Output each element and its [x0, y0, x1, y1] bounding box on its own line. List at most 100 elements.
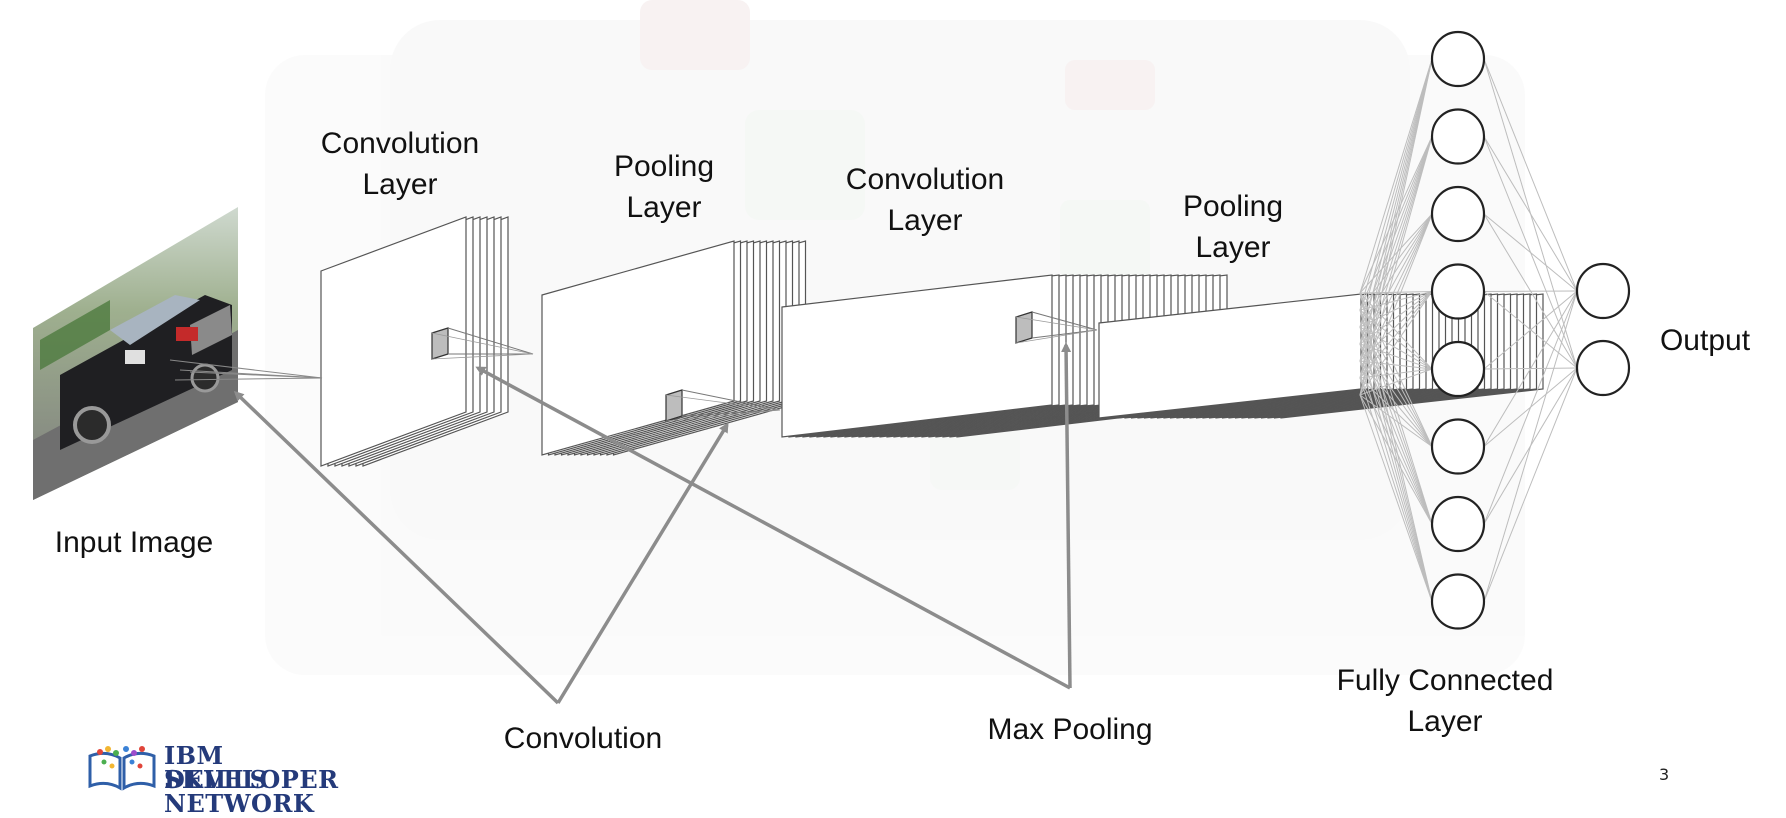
projection-line	[431, 332, 534, 355]
fully-connected-label-line1: Fully Connected	[1336, 664, 1554, 697]
hidden-neuron	[1430, 495, 1486, 553]
fc-connection	[1359, 291, 1433, 294]
projection-line	[1031, 311, 1098, 331]
input-image-label: Input Image	[54, 526, 214, 559]
pool-layer-2-label: Pooling Layer	[1133, 186, 1333, 268]
fc-connection	[1359, 58, 1433, 345]
fc-connection	[1359, 343, 1433, 447]
hidden-neuron	[1430, 30, 1486, 88]
page-number: 3	[1659, 765, 1670, 784]
fc-connection	[1359, 394, 1433, 602]
fc-connection	[1359, 58, 1433, 311]
output-neuron	[1575, 339, 1631, 397]
max-pooling-arrow-to-conv1	[475, 366, 1071, 690]
conv-layer-2-stack	[781, 274, 1228, 438]
output-neuron	[1575, 262, 1631, 320]
pool-layer-2-label-line2: Layer	[1195, 231, 1271, 264]
ibm-developer-skills-network-logo: IBM DEVELOPER SKILLS NETWORK	[86, 744, 356, 816]
receptive-field-square	[1015, 311, 1033, 344]
projection-line	[447, 327, 534, 355]
feature-map-slice	[320, 216, 467, 467]
projection-line	[1015, 316, 1098, 331]
max-pooling-arrow-to-conv2	[1061, 342, 1072, 689]
conv-layer-2-label: Convolution Layer	[825, 159, 1025, 241]
conv-layer-1-label-line1: Convolution	[320, 127, 480, 160]
fc-connection	[1359, 58, 1433, 328]
conv-layer-1-stack	[320, 216, 509, 467]
fc-connection	[1359, 343, 1433, 602]
conv-layer-2-label-line2: Layer	[887, 204, 963, 237]
fc-connection	[1359, 377, 1433, 602]
fc-connection	[1359, 291, 1433, 311]
fc-connection	[1359, 58, 1433, 294]
fc-connection	[1359, 377, 1433, 525]
hidden-neuron	[1430, 185, 1486, 243]
fc-connection	[1359, 368, 1433, 396]
fc-connection	[1359, 292, 1433, 525]
fc-connection	[1359, 58, 1433, 379]
receptive-field-conv2	[1015, 311, 1098, 344]
fc-connection	[1359, 343, 1433, 525]
fc-connection	[1359, 309, 1433, 447]
fc-connection	[1483, 136, 1578, 292]
fc-connection	[1359, 360, 1433, 602]
fc-connection	[1359, 309, 1433, 370]
projection-line	[174, 377, 323, 381]
projection-line	[681, 409, 781, 417]
fc-connection	[1483, 290, 1578, 292]
hidden-neuron	[1430, 108, 1486, 165]
fc-connection	[1359, 213, 1433, 396]
fc-connection	[1359, 394, 1433, 447]
input-projection	[169, 359, 323, 381]
hidden-neuron	[1430, 418, 1486, 475]
hidden-neuron	[1430, 573, 1486, 630]
max-pooling-label: Max Pooling	[987, 713, 1153, 746]
fc-connection	[1359, 326, 1433, 447]
pool-layer-2-label-line1: Pooling	[1182, 190, 1284, 223]
fc-connection	[1483, 213, 1578, 292]
fc-connection	[1359, 58, 1433, 362]
projection-line	[1031, 329, 1098, 339]
conv-layer-1-label-line2: Layer	[362, 168, 438, 201]
conv-layer-2-label-line1: Convolution	[845, 163, 1005, 196]
fc-connection	[1359, 292, 1433, 447]
fc-connection	[1359, 291, 1433, 396]
cnn-diagram: Input Image Convolution Layer Pooling La…	[33, 0, 1750, 816]
fully-connected-layer-label: Fully Connected Layer	[1320, 660, 1570, 742]
projection-line	[665, 394, 781, 411]
projection-line	[169, 359, 323, 379]
fc-connection	[1359, 394, 1433, 525]
fc-connection	[1359, 343, 1433, 370]
receptive-field-conv1	[431, 327, 534, 360]
fc-connection	[1483, 290, 1578, 525]
receptive-field-pool1	[665, 389, 781, 422]
fc-connection	[1483, 367, 1578, 602]
fully-connected-label-line2: Layer	[1407, 705, 1483, 738]
fc-connection	[1483, 290, 1578, 370]
projection-line	[665, 409, 781, 422]
fc-connection	[1359, 360, 1433, 525]
fc-connection	[1359, 58, 1433, 396]
feature-map-slice	[781, 274, 1053, 438]
input-image	[33, 207, 238, 500]
fc-connection	[1359, 309, 1433, 525]
fc-connection	[1359, 136, 1433, 396]
fc-connection	[1483, 290, 1578, 602]
convolution-arrow-to-pool1	[556, 422, 729, 704]
conv-layer-1-label: Convolution Layer	[300, 123, 500, 205]
fc-connection	[1359, 368, 1433, 379]
projection-line	[189, 371, 323, 379]
projection-line	[431, 353, 534, 360]
receptive-field-square	[665, 389, 683, 422]
pool-layer-1-label-line2: Layer	[626, 191, 702, 224]
cnn-architecture-svg	[33, 0, 1631, 705]
fc-connection	[1483, 290, 1578, 447]
hidden-neuron	[1430, 263, 1486, 320]
fc-connection	[1359, 360, 1433, 447]
fc-connection	[1359, 377, 1433, 447]
pool-layer-1-stack	[541, 240, 807, 456]
projection-line	[1015, 329, 1098, 344]
hidden-neuron	[1430, 340, 1486, 398]
fc-connection	[1359, 291, 1433, 362]
logo-text-line2: SKILLS NETWORK	[164, 765, 315, 818]
